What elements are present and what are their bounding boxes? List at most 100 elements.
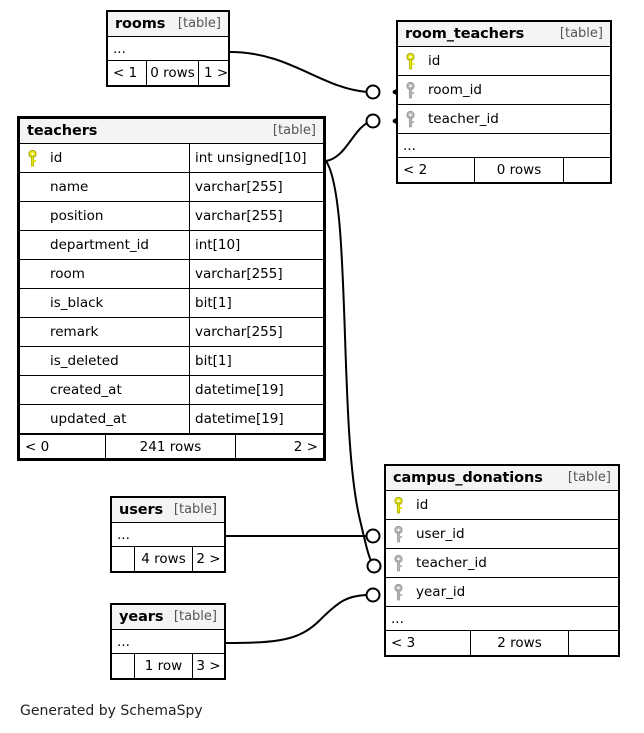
column-row[interactable]: updated_at datetime[19] [20,405,323,434]
footer-next-years[interactable]: 3 > [192,654,224,678]
column-type: int[10] [189,231,323,259]
table-title-rooms: rooms [115,15,166,32]
table-header-users: users [table] [112,498,224,523]
column-row[interactable]: name varchar[255] [20,173,323,202]
column-name: room_id [428,82,482,98]
footer-prev-campus_donations[interactable]: < 3 [391,635,416,651]
edge-rooms-room_teachers [229,51,368,93]
column-row[interactable]: teacher_id [398,105,610,134]
edge-teachers-room_teachers [325,122,368,162]
column-type: datetime[19] [189,376,323,404]
footer-rowcount-teachers: 241 rows [105,435,235,458]
column-row[interactable]: room_id [398,76,610,105]
column-name: id [50,150,63,166]
column-row[interactable]: department_id int[10] [20,231,323,260]
table-title-room_teachers: room_teachers [405,25,525,42]
footer-next-rooms[interactable]: 1 > [198,61,228,85]
table-tag-years: [table] [173,609,217,624]
table-years[interactable]: years [table] ... 1 row 3 > [110,603,226,680]
foreign-key-icon [386,554,410,572]
column-name: user_id [416,526,465,542]
edge-years-campus_donations [225,594,367,644]
column-name: id [428,53,441,69]
column-row[interactable]: teacher_id [386,549,618,578]
column-name: is_deleted [50,353,119,369]
column-name: name [50,179,89,195]
column-row[interactable]: created_at datetime[19] [20,376,323,405]
ellipsis-row-room_teachers: ... [398,134,610,158]
generated-by-caption: Generated by SchemaSpy [20,703,203,719]
column-row[interactable]: id int unsigned[10] [20,144,323,173]
footer-next-teachers[interactable]: 2 > [235,435,323,458]
column-name: teacher_id [416,555,487,571]
table-header-years: years [table] [112,605,224,630]
footer-rowcount-room_teachers: 0 rows [474,158,563,182]
table-title-users: users [119,501,164,518]
column-name: department_id [50,237,149,253]
ellipsis-row-campus_donations: ... [386,607,618,631]
column-name: position [50,208,104,224]
footer-prev-teachers[interactable]: < 0 [25,438,50,455]
column-row[interactable]: remark varchar[255] [20,318,323,347]
footer-rowcount-users: 4 rows [134,547,192,571]
column-row[interactable]: id [386,491,618,520]
column-name: year_id [416,584,466,600]
table-title-years: years [119,608,164,625]
footer-rowcount-years: 1 row [134,654,192,678]
table-header-teachers: teachers [table] [20,119,323,144]
table-users[interactable]: users [table] ... 4 rows 2 > [110,496,226,573]
column-type: bit[1] [189,289,323,317]
footer-prev-rooms[interactable]: < 1 [113,65,138,81]
column-type: datetime[19] [189,405,323,433]
column-type: varchar[255] [189,318,323,346]
column-name: id [416,497,429,513]
table-tag-rooms: [table] [177,16,221,31]
foreign-key-icon [398,110,422,128]
column-row[interactable]: is_deleted bit[1] [20,347,323,376]
footer-prev-users[interactable] [112,547,134,571]
primary-key-icon [398,52,422,70]
table-footer-users: 4 rows 2 > [112,547,224,571]
ellipsis-row-users: ... [112,523,224,547]
column-name: teacher_id [428,111,499,127]
table-footer-teachers: < 0 241 rows 2 > [20,434,323,458]
table-footer-years: 1 row 3 > [112,654,224,678]
column-row[interactable]: position varchar[255] [20,202,323,231]
table-teachers[interactable]: teachers [table] id int unsigned[10] nam… [17,116,326,461]
footer-prev-years[interactable] [112,654,134,678]
ellipsis-row-years: ... [112,630,224,654]
footer-prev-room_teachers[interactable]: < 2 [403,162,428,178]
table-title-campus_donations: campus_donations [393,469,543,486]
table-tag-room_teachers: [table] [559,26,603,41]
footer-next-campus_donations[interactable] [568,631,618,655]
footer-next-room_teachers[interactable] [563,158,610,182]
footer-rowcount-campus_donations: 2 rows [470,631,568,655]
table-header-rooms: rooms [table] [108,12,228,37]
primary-key-icon [386,496,410,514]
column-type: bit[1] [189,347,323,375]
column-type: varchar[255] [189,260,323,288]
footer-next-users[interactable]: 2 > [192,547,224,571]
table-room_teachers[interactable]: room_teachers [table] id [396,20,612,184]
column-name: updated_at [50,411,127,427]
table-footer-campus_donations: < 3 2 rows [386,631,618,655]
column-name: room [50,266,85,282]
column-row[interactable]: room varchar[255] [20,260,323,289]
table-header-campus_donations: campus_donations [table] [386,466,618,491]
column-type: int unsigned[10] [189,144,323,172]
table-header-room_teachers: room_teachers [table] [398,22,610,47]
column-row[interactable]: year_id [386,578,618,607]
column-row[interactable]: is_black bit[1] [20,289,323,318]
foreign-key-icon [386,525,410,543]
column-name: is_black [50,295,104,311]
column-row[interactable]: id [398,47,610,76]
table-tag-teachers: [table] [272,123,316,138]
table-campus_donations[interactable]: campus_donations [table] id [384,464,620,657]
column-row[interactable]: user_id [386,520,618,549]
primary-key-icon [20,149,44,167]
table-rooms[interactable]: rooms [table] ... < 1 0 rows 1 > [106,10,230,87]
column-type: varchar[255] [189,173,323,201]
ellipsis-row-rooms: ... [108,37,228,61]
table-title-teachers: teachers [27,122,98,139]
table-tag-campus_donations: [table] [567,470,611,485]
